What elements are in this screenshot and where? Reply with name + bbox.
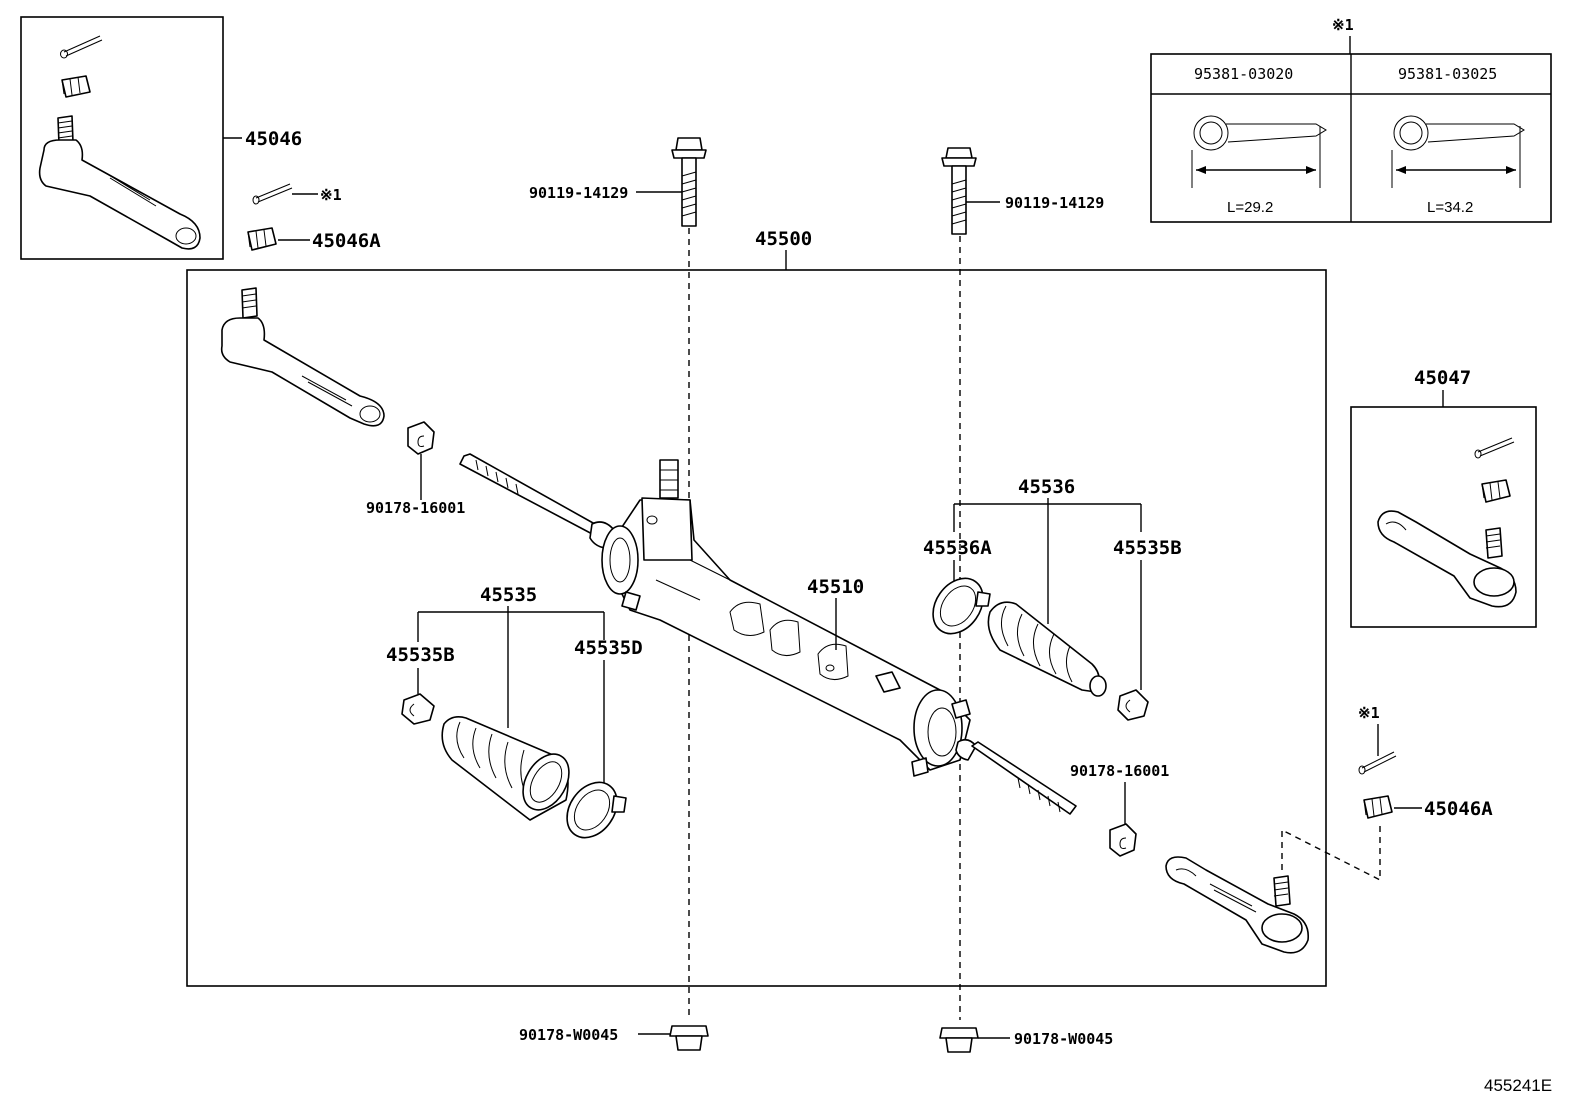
table-col1-part: 95381-03020: [1194, 65, 1293, 83]
cotter-pin-icon: [1474, 437, 1515, 459]
label-45535: 45535: [480, 584, 537, 606]
washer-nut-right: 90178-W0045: [939, 1027, 1113, 1053]
steering-rack-icon: [459, 453, 1077, 815]
label-45510: 45510: [807, 576, 864, 598]
label-45535D: 45535D: [574, 637, 643, 659]
label-45535B-left: 45535B: [386, 644, 455, 666]
pin-length-table: ※1 95381-03020 95381-03025 L=29.2 L=34.2: [1150, 16, 1552, 223]
pin-note-right: ※1: [1358, 704, 1397, 775]
label-45046A-top: 45046A: [312, 230, 381, 252]
label-nut-left: 90178-16001: [366, 499, 465, 517]
pin-note-top: ※1: [252, 183, 342, 205]
label-45046: 45046: [245, 128, 302, 150]
hex-nut-left-icon: 90178-16001: [366, 421, 465, 517]
label-45500: 45500: [755, 228, 812, 250]
hex-nut-right-icon: 90178-16001: [1070, 762, 1169, 857]
bolt-right: 90119-14129: [941, 147, 1104, 235]
label-wnut-left: 90178-W0045: [519, 1026, 618, 1044]
tie-rod-end-right-icon: [1165, 856, 1310, 954]
label-45535B-right: 45535B: [1113, 537, 1182, 559]
label-wnut-right: 90178-W0045: [1014, 1030, 1113, 1048]
label-45536A: 45536A: [923, 537, 992, 559]
tie-rod-end-icon: [38, 115, 201, 250]
tie-rod-end-left-icon: [220, 287, 385, 427]
cotter-pin-icon: [60, 35, 103, 59]
castle-nut-top: 45046A: [247, 227, 381, 252]
inset-45046: 45046: [20, 16, 302, 260]
assembly-45500-box: 45500: [186, 228, 1327, 987]
boot-kit-left: 45535 45535B 45535D: [386, 584, 643, 839]
label-bolt-right: 90119-14129: [1005, 194, 1104, 212]
note-pin-top: ※1: [320, 186, 342, 204]
diagram-ref-code: 455241E: [1484, 1076, 1552, 1095]
tie-rod-end-icon: [1377, 510, 1517, 608]
label-45536: 45536: [1018, 476, 1075, 498]
castle-nut-right: 45046A: [1363, 795, 1493, 820]
label-45047: 45047: [1414, 367, 1471, 389]
label-nut-right: 90178-16001: [1070, 762, 1169, 780]
boot-kit-right: 45536 45536A 45535B: [923, 476, 1182, 721]
table-col2-part: 95381-03025: [1398, 65, 1497, 83]
pin-35mm-icon: [1391, 115, 1525, 188]
washer-nut-left: 90178-W0045: [519, 1025, 709, 1051]
note-pin-right: ※1: [1358, 704, 1380, 722]
table-note: ※1: [1332, 16, 1354, 34]
label-45046A-right: 45046A: [1424, 798, 1493, 820]
label-bolt-left: 90119-14129: [529, 184, 628, 202]
pin-30mm-icon: [1191, 115, 1327, 188]
right-pin-dash: [1281, 826, 1381, 882]
table-col2-length: L=34.2: [1427, 199, 1473, 216]
castle-nut-icon: [61, 75, 91, 98]
bolt-left: 90119-14129: [529, 137, 707, 227]
table-col1-length: L=29.2: [1227, 199, 1273, 216]
castle-nut-icon: [1481, 479, 1511, 503]
inset-45047: 45047: [1350, 367, 1537, 628]
